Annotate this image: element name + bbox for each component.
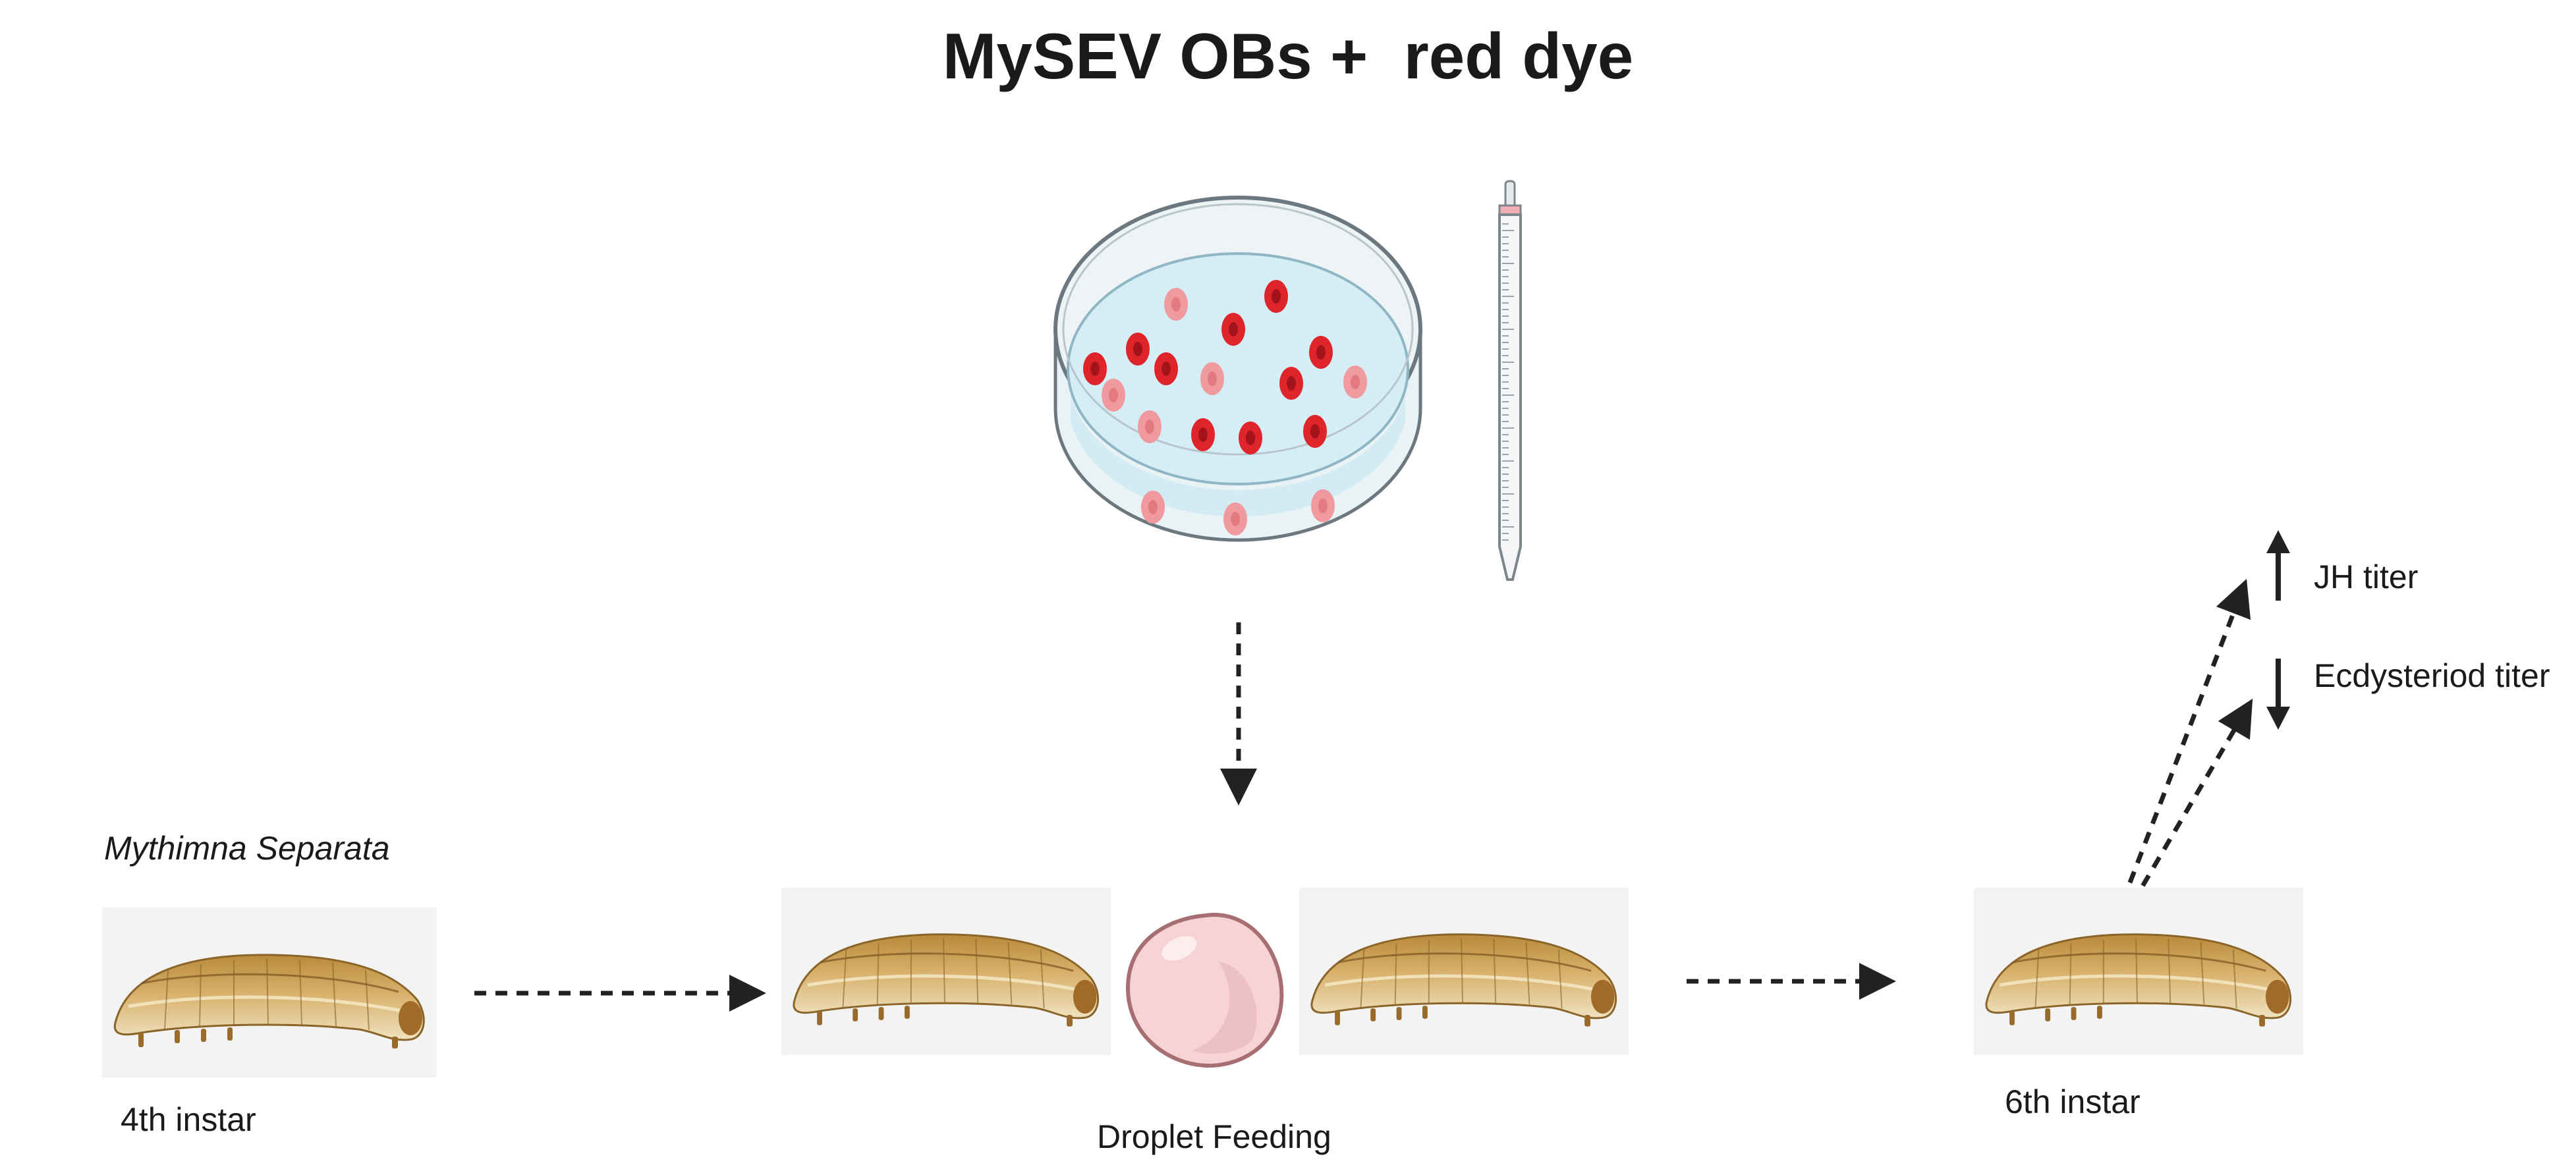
dye-spot-core <box>1162 362 1171 376</box>
dye-spot-core <box>1272 289 1281 304</box>
larva-to-jh-arrow <box>2112 578 2251 923</box>
dye-spot-core <box>1287 376 1296 391</box>
dye-spot-core <box>1090 362 1100 376</box>
dye-spot-core <box>1229 322 1238 337</box>
dye-spot-core <box>1310 424 1320 439</box>
dye-spot-core <box>1148 500 1158 514</box>
dye-spot-core <box>1208 371 1217 386</box>
dye-spot-core <box>1109 388 1118 402</box>
dye-spot-core <box>1318 499 1328 513</box>
ecdysteroid-titer-label: Ecdysteriod titer <box>2314 657 2550 694</box>
species-name: Mythimna Separata <box>104 830 390 867</box>
stage-end-label: 6th instar <box>2005 1083 2141 1120</box>
dye-spot-core <box>1198 427 1208 442</box>
dye-spot-core <box>1133 342 1142 356</box>
dye-spot-core <box>1231 512 1240 526</box>
larva-to-ecdysteroid-arrow <box>2119 698 2253 923</box>
arrow-down-icon <box>2266 659 2290 730</box>
arrow-up-icon <box>2266 530 2290 601</box>
stage-start-label: 4th instar <box>121 1101 256 1138</box>
jh-titer-label: JH titer <box>2314 558 2419 595</box>
dye-spots <box>1083 280 1367 535</box>
dye-spot-core <box>1316 345 1326 360</box>
dye-spot-core <box>1351 375 1360 389</box>
dye-spot-core <box>1171 297 1181 312</box>
figure-title: MySEV OBs + red dye <box>942 20 1634 92</box>
dye-spot-core <box>1246 431 1255 445</box>
feeding-label: Droplet Feeding <box>1097 1118 1331 1155</box>
dye-spot-core <box>1145 420 1154 434</box>
